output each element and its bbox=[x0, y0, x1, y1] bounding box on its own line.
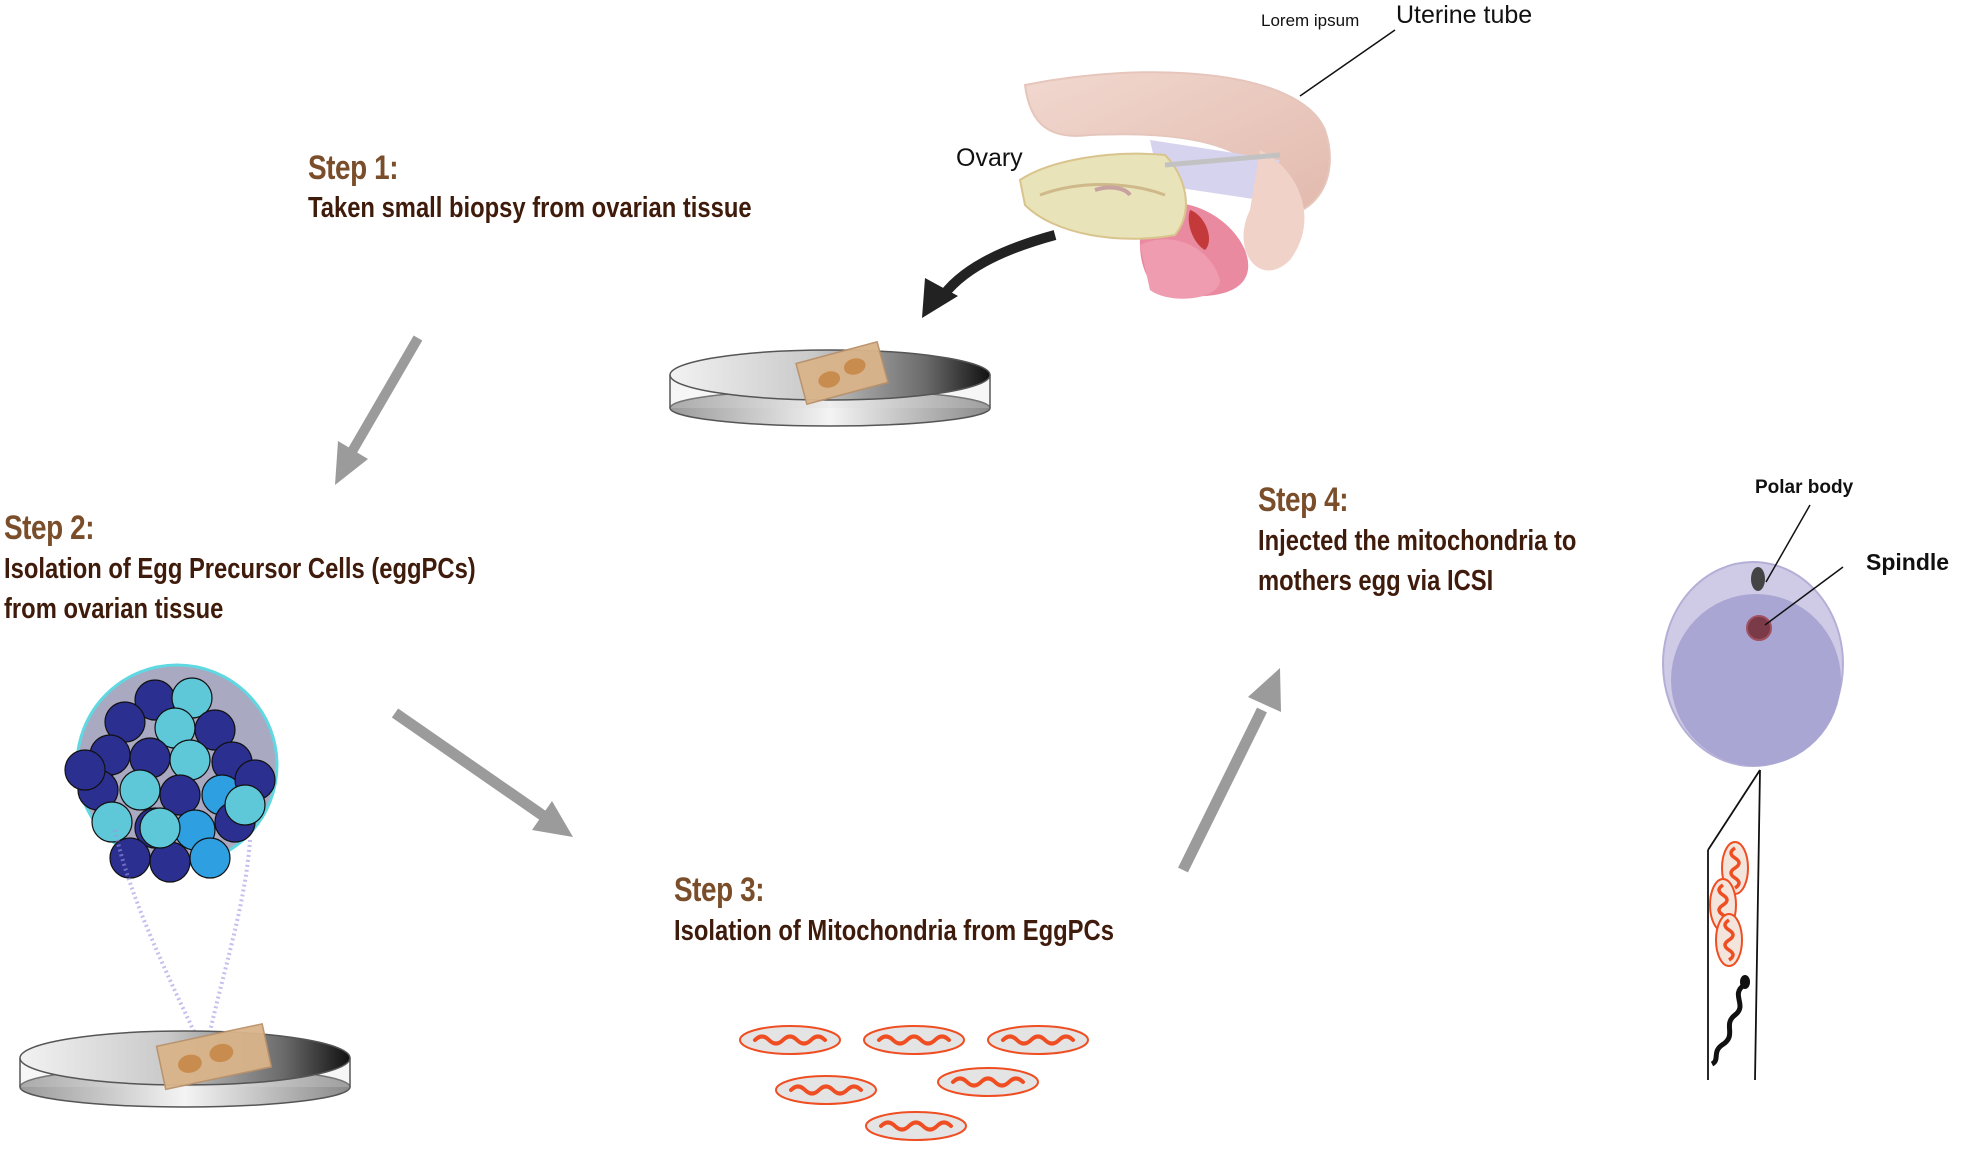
step-4-description-line-1: Injected the mitochondria to bbox=[1258, 525, 1577, 557]
polar-body-label: Polar body bbox=[1755, 477, 1854, 498]
step-3-description: Isolation of Mitochondria from EggPCs bbox=[674, 915, 1114, 947]
mitochondrion bbox=[863, 1025, 965, 1055]
step-2-title: Step 2: bbox=[4, 509, 95, 547]
eggpc-cell bbox=[194, 709, 236, 751]
arrow-step1-to-step2 bbox=[345, 335, 423, 458]
isolated-mitochondria bbox=[739, 1025, 1089, 1141]
tissue-biopsy bbox=[795, 340, 889, 406]
eggpc-cell bbox=[64, 749, 106, 791]
uterine-tube-leader-line bbox=[1299, 29, 1396, 97]
eggpc-cell bbox=[169, 739, 211, 781]
step-4-title: Step 4: bbox=[1258, 481, 1349, 519]
spindle-leader-line bbox=[1764, 566, 1844, 626]
step-2-description-line-2: from ovarian tissue bbox=[4, 593, 224, 625]
ovary-label: Ovary bbox=[956, 144, 1023, 172]
petri-dish-bottom bbox=[19, 1022, 351, 1108]
eggpc-cell bbox=[91, 801, 133, 843]
eggpc-cell bbox=[189, 837, 231, 879]
eggpc-cell bbox=[159, 774, 201, 816]
uterine-tube-label: Uterine tube bbox=[1396, 1, 1532, 29]
step-3-title: Step 3: bbox=[674, 871, 765, 909]
mitochondrion bbox=[987, 1025, 1089, 1055]
mothers-egg bbox=[1662, 561, 1844, 767]
eggpc-cell bbox=[109, 837, 151, 879]
eggpc-cell bbox=[119, 769, 161, 811]
arrow-step2-to-step3 bbox=[391, 708, 549, 822]
step-1-description: Taken small biopsy from ovarian tissue bbox=[308, 192, 752, 224]
polar-body bbox=[1751, 567, 1765, 591]
polar-body-leader-line bbox=[1765, 504, 1811, 583]
spindle bbox=[1746, 615, 1772, 641]
spindle-label: Spindle bbox=[1866, 549, 1949, 575]
magnification-cone bbox=[113, 829, 252, 1056]
step-1-title: Step 1: bbox=[308, 149, 399, 187]
mitochondrion bbox=[775, 1075, 877, 1105]
mitochondrion bbox=[865, 1111, 967, 1141]
eggpc-cell-cluster bbox=[64, 663, 279, 883]
lorem-ipsum-label: Lorem ipsum bbox=[1261, 11, 1359, 30]
step-4-description-line-2: mothers egg via ICSI bbox=[1258, 565, 1494, 597]
eggpc-cell bbox=[224, 784, 266, 826]
petri-dish-top bbox=[669, 340, 991, 427]
mitochondrion bbox=[739, 1025, 841, 1055]
needle-mitochondrion bbox=[1715, 913, 1743, 967]
eggpc-cell bbox=[139, 807, 181, 849]
icsi-needle bbox=[1707, 769, 1761, 1081]
step-2-description-line-1: Isolation of Egg Precursor Cells (eggPCs… bbox=[4, 553, 476, 585]
arrow-step3-to-step4 bbox=[1178, 707, 1267, 873]
biopsy-arrow bbox=[922, 230, 1057, 318]
uterine-tube-illustration bbox=[1018, 71, 1331, 299]
mitochondrion bbox=[937, 1067, 1039, 1097]
